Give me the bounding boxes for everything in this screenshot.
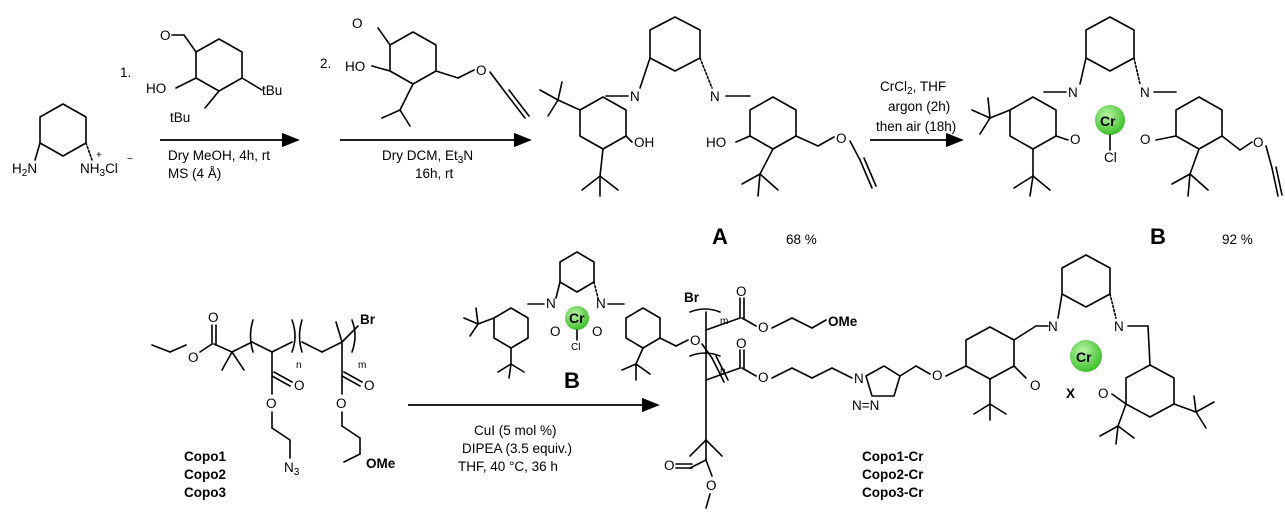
copo-o-1: O [294, 378, 305, 393]
B-n-right: N [1140, 85, 1150, 100]
diamine-hydrochloride: H2N NH3Cl + − [12, 103, 133, 179]
B-cr: Cr [1100, 113, 1116, 129]
step1-ho: HO [146, 81, 166, 96]
Bs-o-right: O [592, 324, 603, 339]
copo-name-2: Copo2 [184, 467, 226, 482]
step2-condition-2: 16h, rt [415, 166, 454, 181]
copo-name-3: Copo3 [184, 485, 226, 500]
copo-n3: N3 [284, 460, 300, 478]
B-cl: Cl [1104, 150, 1117, 165]
copo-name-1: Copo1 [184, 449, 226, 464]
step4-condition-1: CuI (5 mol %) [474, 423, 557, 438]
copolymer: O O n O O N3 m Br O O [151, 310, 396, 500]
step1-condition-2: MS (4 Å) [168, 166, 221, 181]
aldehyde-o: O [160, 28, 171, 43]
compound-B: N N Cr Cl O O O B 92 % [971, 16, 1283, 249]
Bs-n-right: N [596, 296, 606, 311]
prod-o-1: O [736, 284, 747, 299]
prod-br: Br [684, 290, 700, 305]
prod-o-3: O [736, 336, 747, 351]
prod-triazole-n1: N [854, 371, 864, 386]
B-o-right: O [1140, 132, 1151, 147]
step1-number: 1. [120, 65, 131, 80]
step3-condition-2: argon (2h) [888, 99, 950, 114]
prod-name-2: Copo2-Cr [862, 467, 924, 482]
prod-o-5: O [1030, 378, 1041, 393]
copo-br: Br [360, 312, 376, 327]
step1-condition-1: Dry MeOH, 4h, rt [168, 148, 270, 163]
prod-triazole-n: N=N [852, 398, 879, 413]
B-n-left: N [1068, 85, 1078, 100]
A-n-right: N [710, 89, 720, 104]
Bs-cr: Cr [569, 310, 585, 326]
Bs-ether-o: O [690, 333, 701, 348]
step4-condition-2: DIPEA (3.5 equiv.) [462, 441, 572, 456]
A-label: A [712, 224, 728, 249]
step2-reagent: 2. O HO O [320, 16, 530, 127]
nh3cl-label: NH3Cl [80, 161, 118, 179]
step1-tbu-b: tBu [170, 110, 190, 125]
copo-ome: OMe [366, 456, 396, 471]
prod-ether-o: O [932, 368, 943, 383]
prod-ome: OMe [828, 314, 858, 329]
B-yield: 92 % [1222, 232, 1253, 247]
copo-carbonyl-o: O [208, 310, 219, 325]
B-chromium-sphere [1095, 105, 1125, 135]
step2-ho: HO [345, 59, 365, 74]
prod-o-7: O [664, 458, 675, 473]
A-oh-left: OH [634, 135, 654, 150]
Bs-chromium-sphere [565, 306, 589, 330]
prod-o-6: O [1098, 386, 1109, 401]
step3-condition-1: CrCl2, THF [880, 79, 946, 97]
step3-condition-3: then air (18h) [876, 119, 956, 134]
A-yield: 68 % [786, 232, 817, 247]
B-ether-o: O [1253, 135, 1264, 150]
prod-cr: Cr [1076, 349, 1092, 365]
Bs-label: B [564, 368, 580, 393]
step4-condition-3: THF, 40 °C, 36 h [458, 459, 558, 474]
prod-name-3: Copo3-Cr [862, 485, 924, 500]
prod-name-1: Copo1-Cr [862, 449, 924, 464]
plus-charge: + [96, 150, 102, 161]
step1-reagent: 1. O HO tBu tBu [120, 28, 282, 125]
prod-m: m [720, 316, 728, 327]
prod-chromium-sphere [1070, 340, 1102, 372]
B-o-left: O [1070, 132, 1081, 147]
step1-tbu-a: tBu [262, 83, 282, 98]
catalyst-B-small: N N Cr Cl O O O B [463, 251, 729, 393]
prod-x: X [1066, 386, 1075, 401]
copo-o-3: O [364, 378, 375, 393]
step2-condition-1: Dry DCM, Et3N [382, 148, 473, 166]
Bs-o-left: O [550, 324, 561, 339]
product-polymer: Br m O O OMe n O O N N=N O [664, 254, 1215, 509]
B-label: B [1150, 224, 1166, 249]
Bs-cl: Cl [571, 342, 580, 353]
copo-m: m [358, 360, 366, 371]
step2-number: 2. [320, 56, 331, 71]
Bs-n-left: N [546, 296, 556, 311]
compound-A: N N OH HO O A 68 % [539, 16, 877, 249]
copo-ester-o: O [188, 350, 199, 365]
copo-o-4: O [336, 396, 347, 411]
h2n-label: H2N [12, 161, 37, 179]
prod-n: n [720, 366, 726, 377]
prod-o-4: O [758, 370, 769, 385]
A-oh-right: HO [706, 135, 726, 150]
prod-n-left: N [1048, 319, 1058, 334]
ether-o: O [476, 63, 487, 78]
prod-o-2: O [758, 320, 769, 335]
prod-o-8: O [706, 478, 717, 493]
A-n-left: N [630, 89, 640, 104]
copo-o-2: O [266, 396, 277, 411]
minus-charge: − [127, 154, 133, 165]
prod-n-right: N [1114, 319, 1124, 334]
A-ether-o: O [836, 131, 847, 146]
aldehyde-o-2: O [352, 16, 363, 31]
copo-n: n [296, 360, 302, 371]
